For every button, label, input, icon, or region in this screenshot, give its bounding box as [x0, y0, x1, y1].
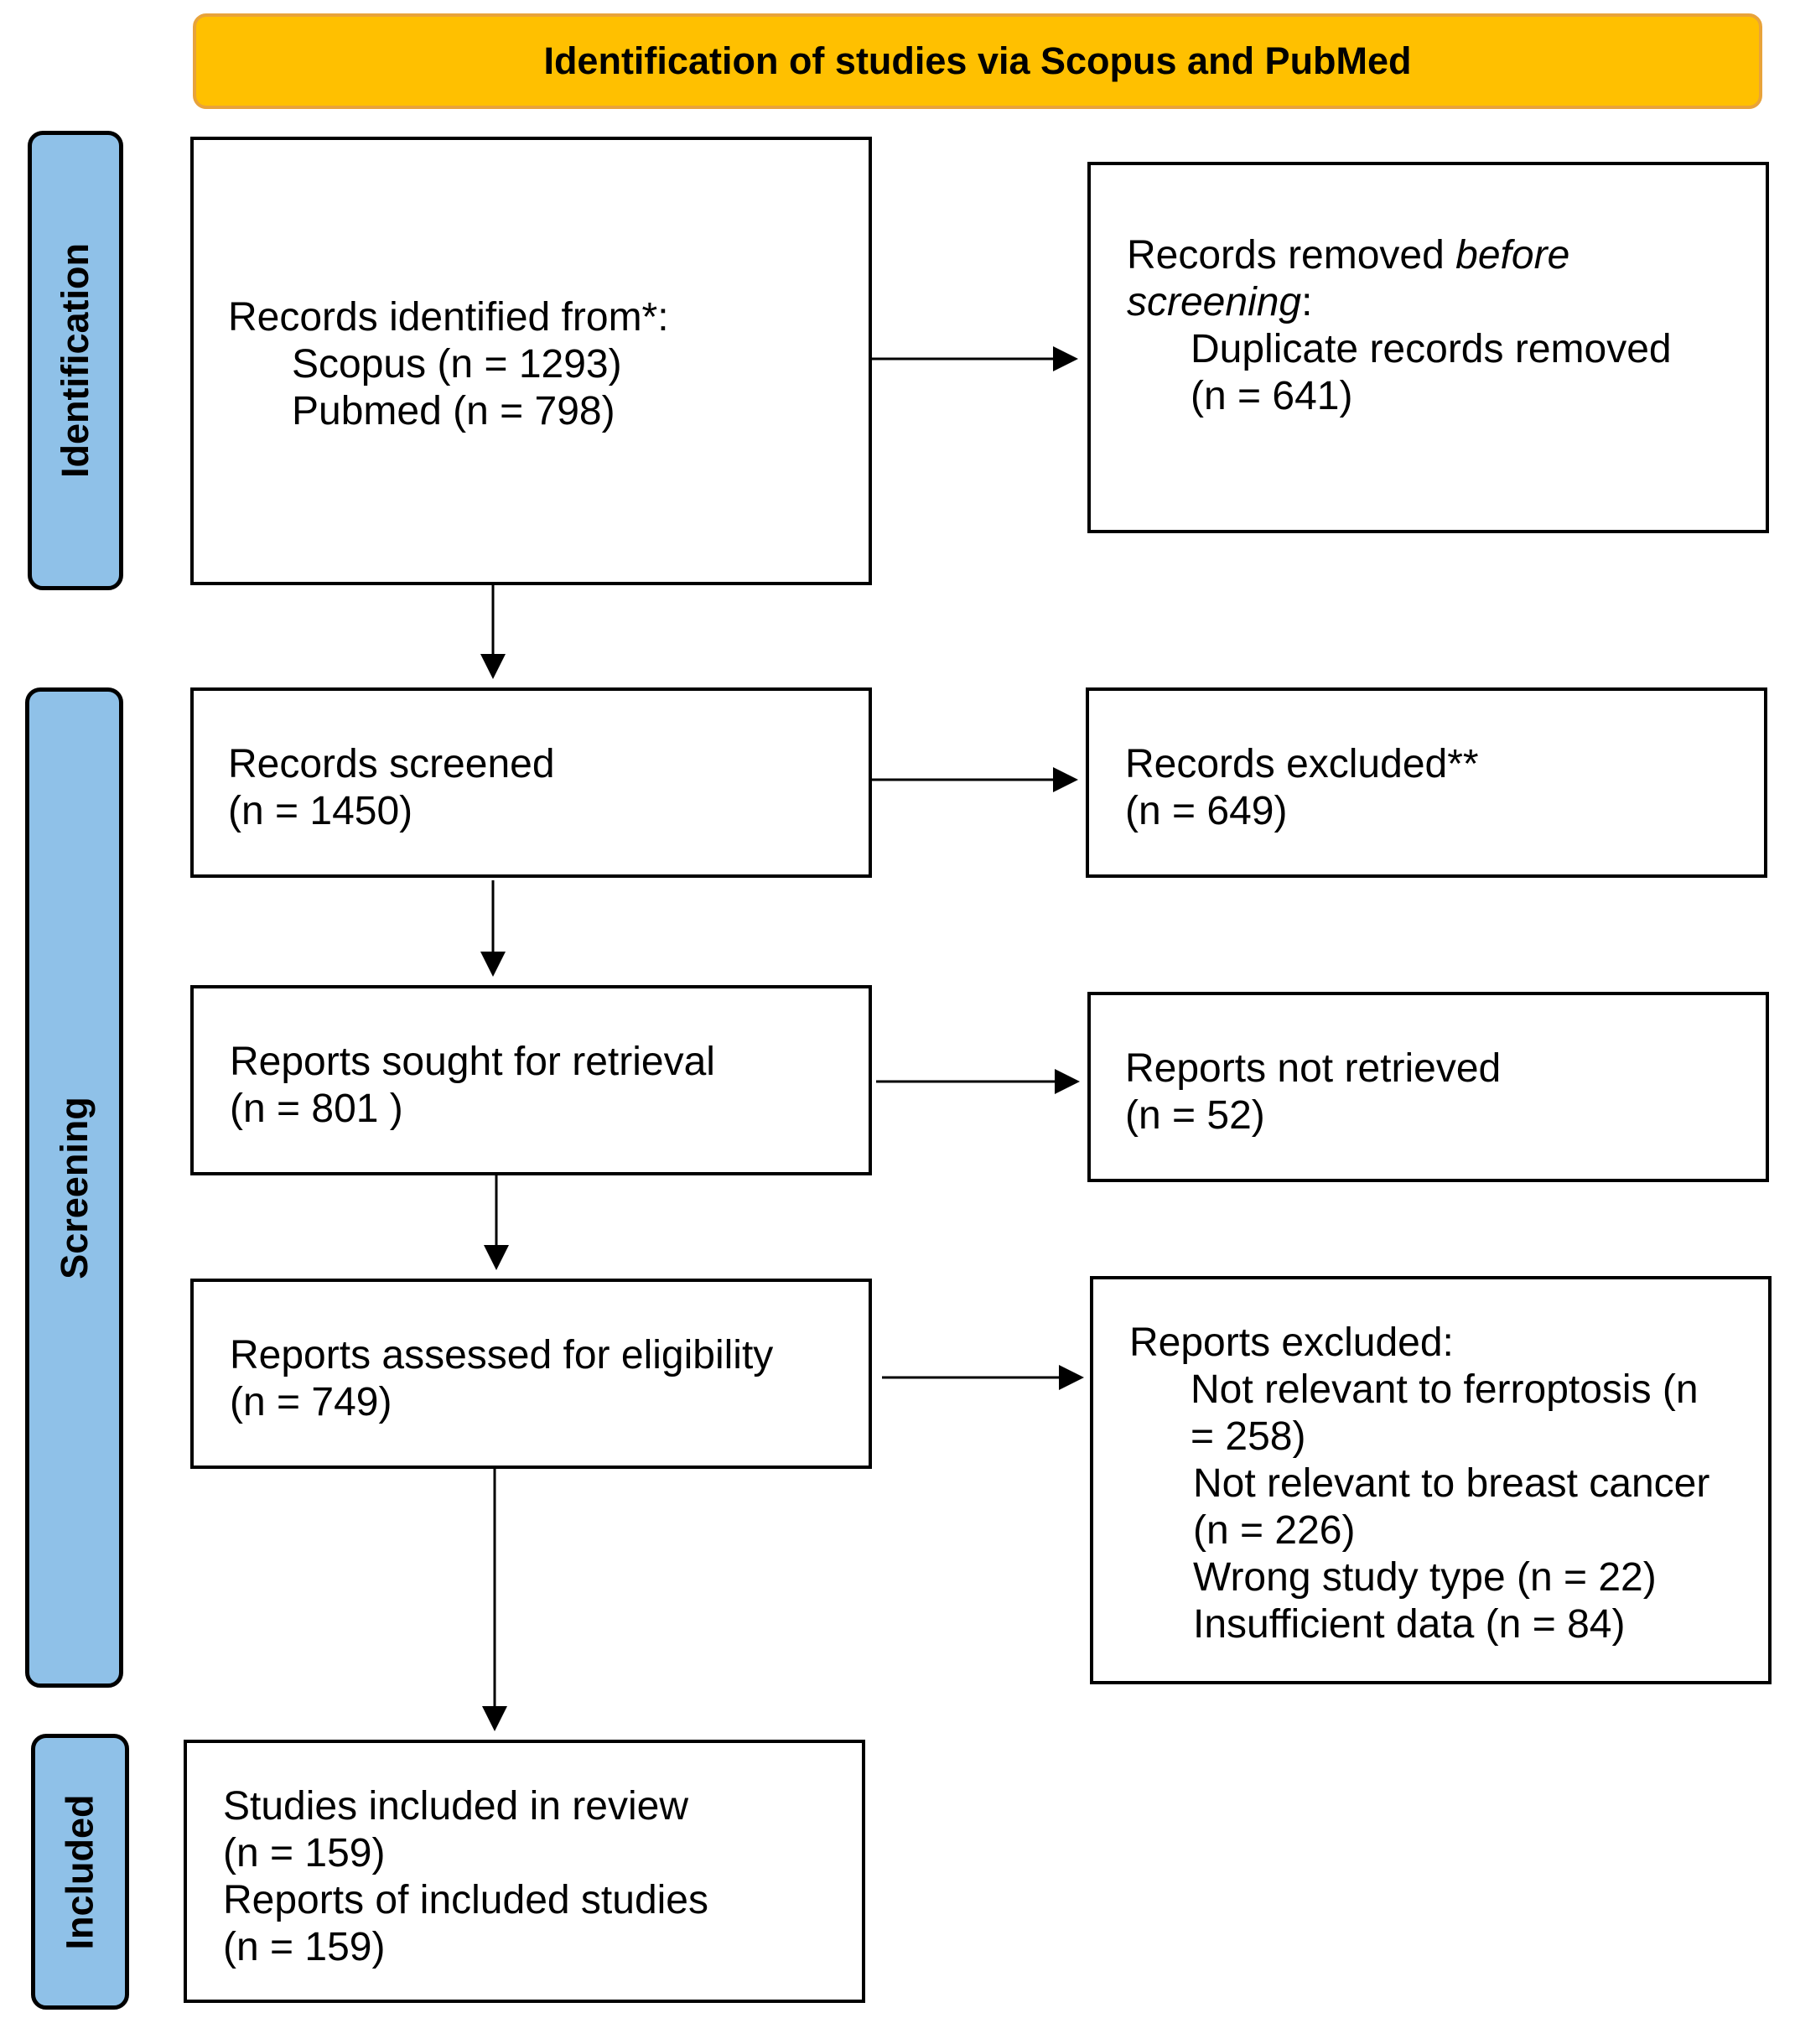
- records-removed-title-italic: before: [1455, 233, 1570, 278]
- records-identified-title: Records identified from*:: [228, 295, 669, 340]
- reports-sought-count: (n = 801 ): [230, 1087, 403, 1131]
- records-identified-scopus: Scopus (n = 1293): [292, 342, 622, 386]
- reports-excluded-reason: Not relevant to breast cancer: [1193, 1461, 1710, 1506]
- reports-sought-title: Reports sought for retrieval: [230, 1040, 715, 1084]
- reports-excluded-box: Reports excluded: Not relevant to ferrop…: [1090, 1276, 1772, 1684]
- reports-excluded-reason: Wrong study type (n = 22): [1193, 1555, 1657, 1600]
- reports-excluded-reason: Not relevant to ferroptosis (n: [1191, 1367, 1699, 1412]
- reports-sought-box: Reports sought for retrieval (n = 801 ): [190, 985, 872, 1175]
- reports-not-retrieved-title: Reports not retrieved: [1125, 1046, 1502, 1091]
- reports-included-count: (n = 159): [223, 1925, 386, 1969]
- stage-identification: Identification: [28, 131, 123, 590]
- studies-included-box: Studies included in review (n = 159) Rep…: [184, 1740, 865, 2003]
- records-removed-box: Records removed before screening: Duplic…: [1087, 162, 1769, 533]
- reports-not-retrieved-count: (n = 52): [1125, 1093, 1265, 1138]
- records-identified-pubmed: Pubmed (n = 798): [292, 389, 615, 433]
- studies-included-title: Studies included in review: [223, 1784, 688, 1829]
- records-removed-title-suffix: :: [1301, 280, 1313, 324]
- reports-assessed-count: (n = 749): [230, 1380, 392, 1424]
- reports-excluded-title: Reports excluded:: [1129, 1320, 1454, 1365]
- reports-excluded-reason: Insufficient data (n = 84): [1193, 1602, 1626, 1647]
- reports-not-retrieved-box: Reports not retrieved (n = 52): [1087, 992, 1769, 1182]
- records-removed-count: (n = 641): [1191, 374, 1353, 418]
- records-excluded-title: Records excluded**: [1125, 742, 1479, 786]
- reports-excluded-reason: (n = 226): [1193, 1508, 1356, 1553]
- records-screened-box: Records screened (n = 1450): [190, 687, 872, 878]
- records-identified-box: Records identified from*: Scopus (n = 12…: [190, 137, 872, 585]
- reports-included-title: Reports of included studies: [223, 1878, 708, 1922]
- records-removed-title: Records removed before: [1127, 232, 1766, 279]
- header-title: Identification of studies via Scopus and…: [543, 39, 1412, 82]
- records-excluded-box: Records excluded** (n = 649): [1086, 687, 1767, 878]
- records-screened-title: Records screened: [228, 742, 555, 786]
- stage-included: Included: [31, 1734, 129, 2010]
- records-excluded-count: (n = 649): [1125, 789, 1288, 833]
- reports-excluded-reason: = 258): [1191, 1414, 1306, 1459]
- reports-assessed-box: Reports assessed for eligibility (n = 74…: [190, 1279, 872, 1469]
- records-removed-item: Duplicate records removed: [1191, 327, 1672, 371]
- records-screened-count: (n = 1450): [228, 789, 413, 833]
- reports-assessed-title: Reports assessed for eligibility: [230, 1333, 774, 1377]
- records-removed-title-italic-2: screening: [1127, 280, 1302, 324]
- records-removed-title-prefix: Records removed: [1127, 233, 1456, 278]
- records-removed-title-cont: screening:: [1127, 279, 1766, 326]
- studies-included-count: (n = 159): [223, 1831, 386, 1875]
- stage-screening: Screening: [25, 687, 123, 1688]
- header-banner: Identification of studies via Scopus and…: [193, 13, 1762, 109]
